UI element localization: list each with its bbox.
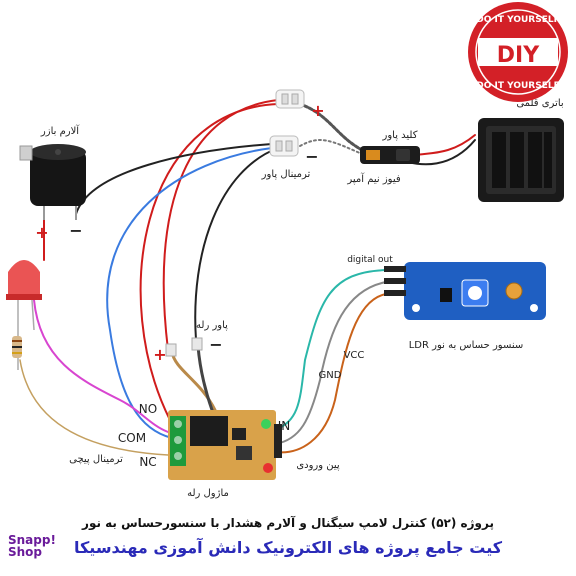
battery-label: باتری قلمی: [516, 98, 563, 109]
wire-teal-digital: [274, 269, 387, 431]
relay-power-connectors: [165, 337, 203, 357]
shop-logo-line2: Shop: [8, 545, 43, 559]
no-label: NO: [139, 402, 157, 416]
nc-label: NC: [139, 455, 156, 469]
relay-module-label: ماژول رله: [187, 488, 229, 499]
terminal-minus-sign: −: [305, 147, 318, 166]
buzzer-plus-sign: +: [35, 223, 48, 242]
shop-logo-line1: Snapp!: [8, 533, 56, 547]
wire-blue-com: [106, 147, 273, 439]
wires: [19, 99, 476, 456]
terminal-plus-sign: +: [311, 101, 324, 120]
relay-module: [168, 410, 282, 480]
wire-pink-led: [33, 299, 169, 433]
com-label: COM: [118, 431, 146, 445]
wire-led-nc: [19, 359, 169, 456]
vcc-label: VCC: [344, 350, 365, 361]
digital-out-label: digital out: [347, 255, 393, 265]
badge-bottom-text: DO IT YOURSELF: [476, 81, 559, 91]
input-pin-label: پین ورودی: [296, 460, 340, 471]
buzzer-minus-sign: −: [69, 221, 82, 240]
diy-badge: DO IT YOURSELF DIY DO IT YOURSELF: [468, 2, 568, 102]
power-switch-label: کلید پاور: [381, 130, 417, 141]
wire-orange-vcc: [274, 293, 387, 454]
relay-minus-sign: −: [209, 335, 222, 354]
battery-holder: [478, 118, 564, 202]
power-terminal-label: ترمینال پاور: [261, 169, 311, 180]
wire-red-terminal-no: [139, 103, 279, 421]
wire-black-terminal-relay: [194, 147, 279, 341]
relay-plus-sign: +: [153, 345, 166, 364]
in-label: IN: [278, 419, 291, 433]
power-switch: [360, 146, 420, 164]
page-title: پروژه (۵۲) کنترل لامپ سیگنال و آلارم هشد…: [82, 516, 494, 530]
wire-twisted-fuse: [298, 102, 364, 152]
gnd-label: GND: [319, 370, 342, 381]
power-terminal-top: [275, 89, 305, 109]
red-led: [6, 260, 42, 370]
ldr-sensor-module: [384, 262, 546, 320]
fuse-label: فیوز نیم آمپر: [346, 172, 400, 185]
wire-relay-power-black: [196, 344, 214, 412]
ldr-sensor-label: سنسور حساس به نور LDR: [409, 340, 524, 351]
badge-top-text: DO IT YOURSELF: [476, 15, 559, 25]
wire-red-terminal-relay: [162, 99, 279, 351]
relay-power-label: پاور رله: [196, 320, 228, 331]
page-subtitle: کیت جامع پروژه های الکترونیک دانش آموزی …: [73, 538, 503, 557]
wire-twisted-fuse-2: [299, 139, 363, 155]
power-terminal-bottom: [269, 135, 299, 157]
shop-logo: Snapp! Shop: [8, 534, 68, 558]
wire-gray-gnd: [274, 281, 387, 445]
badge-center-text: DIY: [497, 43, 540, 68]
screw-terminal-label: ترمینال پیچی: [69, 454, 123, 465]
buzzer-label: آلارم بازر: [40, 124, 80, 137]
buzzer: [19, 144, 86, 220]
